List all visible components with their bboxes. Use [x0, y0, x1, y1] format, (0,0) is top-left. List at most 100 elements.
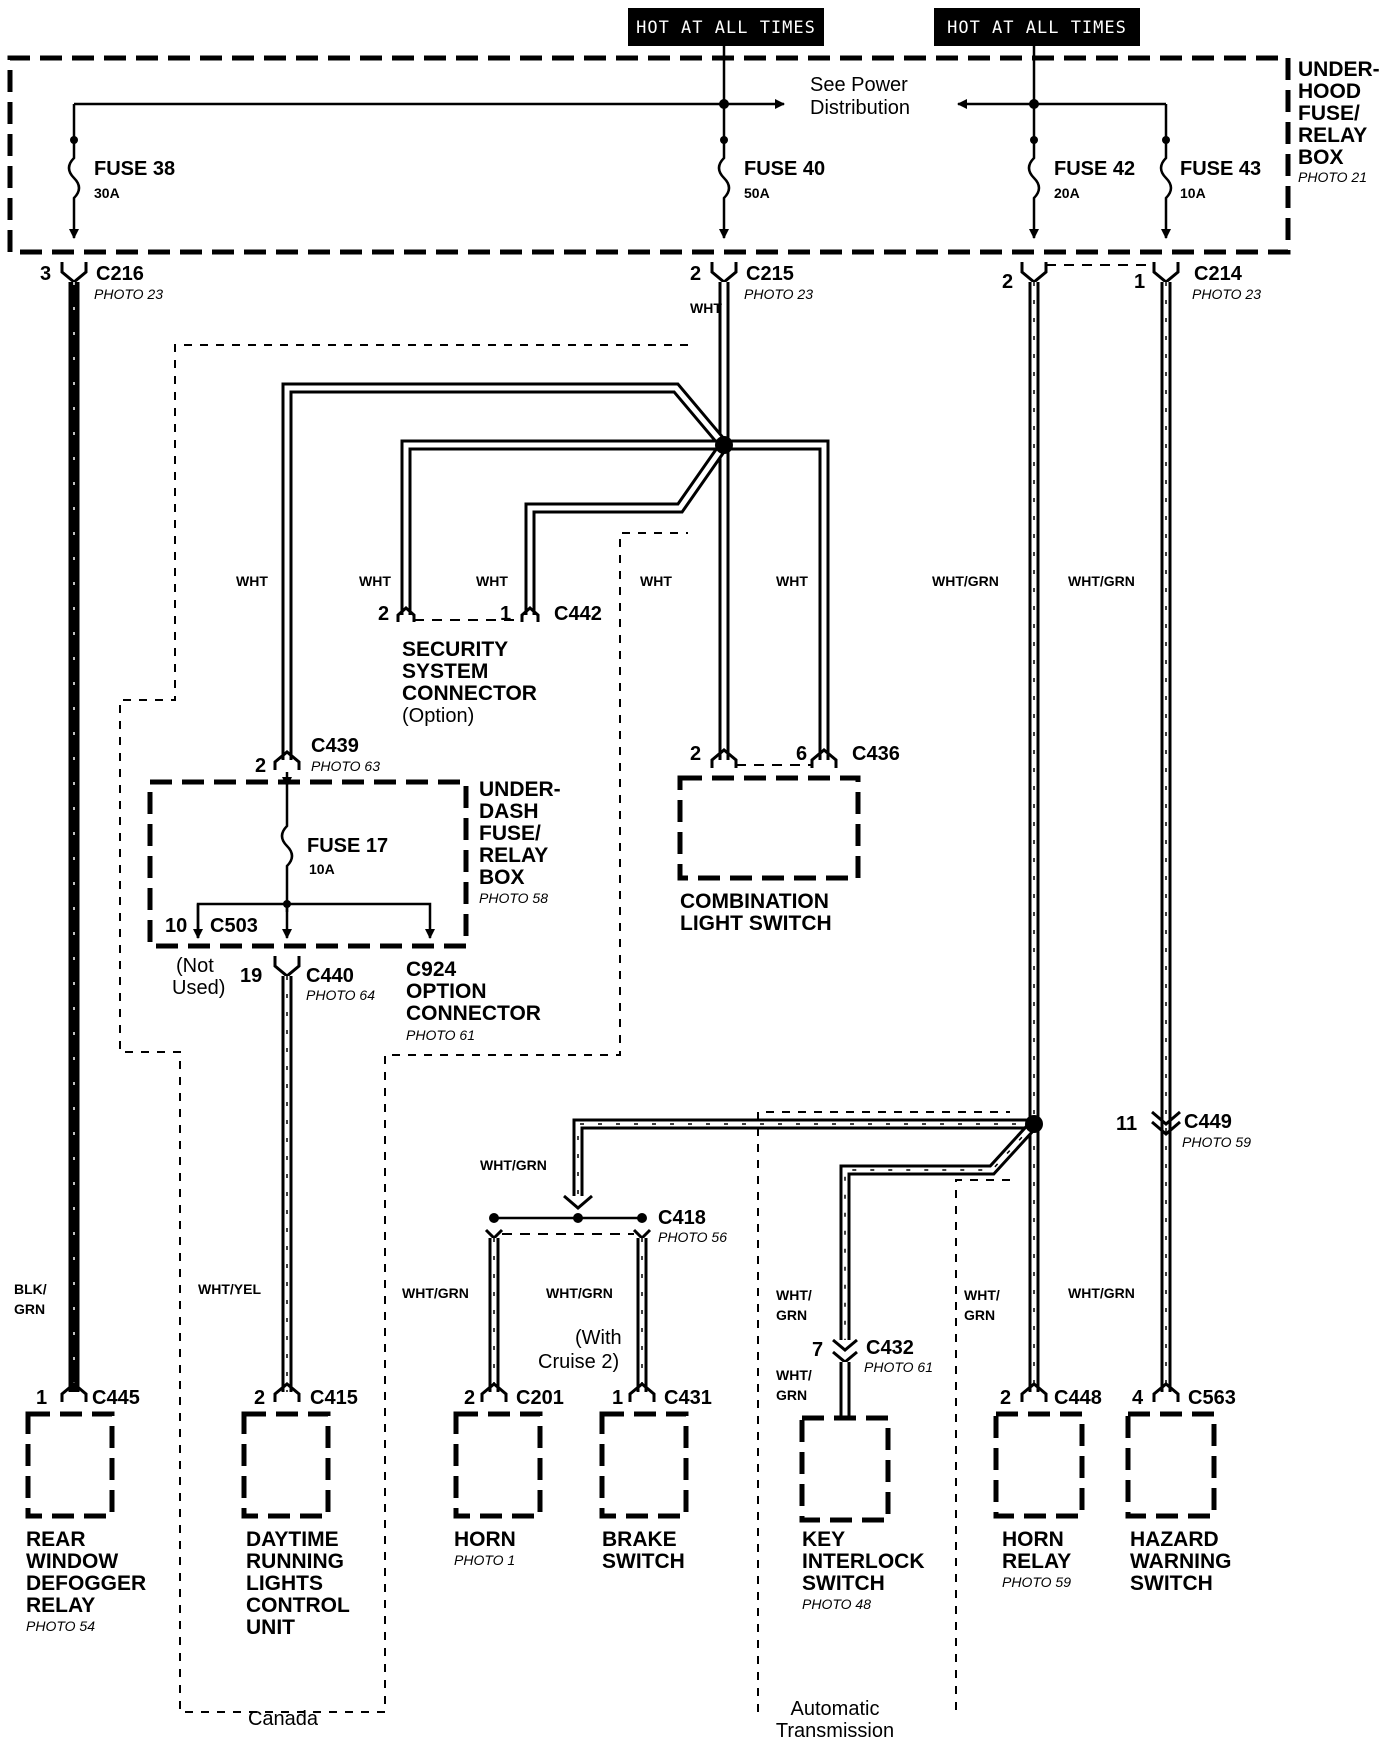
- connector-c439: 2 C439 PHOTO 63: [255, 735, 380, 777]
- svg-text:C215: C215: [746, 263, 794, 285]
- connector-c216: 3 C216 PHOTO 23: [40, 262, 163, 302]
- security-system-connector-label: SECURITY SYSTEM CONNECTOR (Option): [402, 638, 537, 727]
- svg-text:FUSE 40: FUSE 40: [744, 158, 825, 180]
- wht-yel-label: WHT/YEL: [198, 1281, 261, 1297]
- svg-text:1: 1: [500, 603, 511, 625]
- svg-text:FUSE 38: FUSE 38: [94, 158, 175, 180]
- hot-label-2: HOT AT ALL TIMES: [934, 8, 1140, 46]
- automatic-transmission-label: Automatic Transmission: [776, 1698, 894, 1738]
- svg-text:Transmission: Transmission: [776, 1720, 894, 1738]
- svg-text:WHT/GRN: WHT/GRN: [546, 1285, 613, 1301]
- svg-text:DEFOGGER: DEFOGGER: [26, 1572, 146, 1595]
- svg-text:2: 2: [690, 263, 701, 285]
- svg-text:1: 1: [1134, 271, 1145, 293]
- hot-label-1: HOT AT ALL TIMES: [628, 8, 824, 46]
- svg-text:INTERLOCK: INTERLOCK: [802, 1550, 925, 1573]
- svg-text:PHOTO 64: PHOTO 64: [306, 987, 375, 1003]
- svg-text:WHT/GRN: WHT/GRN: [1068, 573, 1135, 589]
- svg-text:C445: C445: [92, 1387, 140, 1409]
- svg-text:WHT: WHT: [236, 573, 268, 589]
- svg-text:KEY: KEY: [802, 1528, 845, 1551]
- svg-text:WHT: WHT: [476, 573, 508, 589]
- svg-text:FUSE/: FUSE/: [1298, 102, 1360, 125]
- svg-text:PHOTO 59: PHOTO 59: [1182, 1134, 1251, 1150]
- svg-text:SWITCH: SWITCH: [602, 1550, 685, 1573]
- svg-text:SWITCH: SWITCH: [1130, 1572, 1213, 1595]
- svg-text:WHT/GRN: WHT/GRN: [1068, 1285, 1135, 1301]
- daytime-running-lights-control-unit-label: DAYTIME RUNNING LIGHTS CONTROL UNIT: [246, 1528, 350, 1639]
- svg-text:C503: C503: [210, 915, 258, 937]
- underdash-bus-junction: [283, 900, 291, 908]
- svg-text:C432: C432: [866, 1337, 914, 1359]
- connector-c563: 4 C563: [1132, 1382, 1236, 1409]
- svg-text:DASH: DASH: [479, 800, 539, 823]
- wht-wire-to-c436-pin6: [724, 439, 830, 760]
- svg-text:SYSTEM: SYSTEM: [402, 660, 488, 683]
- svg-text:OPTION: OPTION: [406, 980, 487, 1003]
- svg-text:HOT AT ALL TIMES: HOT AT ALL TIMES: [947, 18, 1127, 38]
- svg-text:30A: 30A: [94, 185, 120, 201]
- svg-text:BRAKE: BRAKE: [602, 1528, 677, 1551]
- svg-text:UNIT: UNIT: [246, 1616, 295, 1639]
- connector-c432: 7 C432 PHOTO 61: [812, 1337, 933, 1375]
- svg-text:BOX: BOX: [1298, 146, 1344, 169]
- key-interlock-switch-box: [799, 1415, 891, 1523]
- svg-text:C201: C201: [516, 1387, 564, 1409]
- wht-grn-labels: WHT/GRN WHT/GRN WHT/GRN WHT/GRN WHT/GRN …: [402, 573, 1135, 1403]
- fuse-42: FUSE 42 20A: [1027, 140, 1135, 239]
- svg-text:Automatic: Automatic: [791, 1698, 880, 1720]
- svg-text:C924: C924: [406, 958, 457, 981]
- svg-text:RELAY: RELAY: [1298, 124, 1367, 147]
- svg-text:CONNECTOR: CONNECTOR: [402, 682, 537, 705]
- svg-text:6: 6: [796, 743, 807, 765]
- rear-window-defogger-relay-label: REAR WINDOW DEFOGGER RELAY PHOTO 54: [26, 1528, 146, 1634]
- svg-text:BLK/: BLK/: [14, 1281, 47, 1297]
- svg-text:WHT/: WHT/: [964, 1287, 1000, 1303]
- underdash-fuse-box-label: UNDER- DASH FUSE/ RELAY BOX PHOTO 58: [479, 778, 561, 906]
- svg-text:PHOTO 59: PHOTO 59: [1002, 1574, 1071, 1590]
- svg-text:FUSE 42: FUSE 42: [1054, 158, 1135, 180]
- svg-text:RELAY: RELAY: [479, 844, 548, 867]
- connector-c214: 2 1 C214 PHOTO 23: [1002, 262, 1261, 302]
- combination-light-switch-label: COMBINATION LIGHT SWITCH: [680, 890, 832, 935]
- hot-feeds: [72, 46, 1168, 140]
- horn-relay-label: HORN RELAY PHOTO 59: [1002, 1528, 1071, 1590]
- svg-text:Used): Used): [172, 977, 225, 999]
- fuse-43: FUSE 43 10A: [1159, 140, 1261, 239]
- see-power-distribution-label: See Power Distribution: [810, 74, 910, 119]
- svg-text:C449: C449: [1184, 1111, 1232, 1133]
- svg-text:GRN: GRN: [964, 1307, 995, 1323]
- svg-text:C563: C563: [1188, 1387, 1236, 1409]
- splice-wht: [715, 436, 733, 454]
- connector-c442: 2 1 C442: [378, 603, 602, 625]
- svg-text:LIGHTS: LIGHTS: [246, 1572, 323, 1595]
- svg-text:Cruise 2): Cruise 2): [538, 1351, 619, 1373]
- hazard-warning-switch-label: HAZARD WARNING SWITCH: [1130, 1528, 1232, 1595]
- wht-wire-to-c442-pin1: [524, 441, 729, 615]
- connector-c449: 11 C449 PHOTO 59: [1116, 1110, 1251, 1150]
- svg-text:CONNECTOR: CONNECTOR: [406, 1002, 541, 1025]
- brake-switch-box: [599, 1411, 689, 1519]
- svg-text:DAYTIME: DAYTIME: [246, 1528, 339, 1551]
- svg-text:C439: C439: [311, 735, 359, 757]
- svg-text:WHT/: WHT/: [776, 1287, 812, 1303]
- svg-text:PHOTO 1: PHOTO 1: [454, 1552, 515, 1568]
- svg-text:C436: C436: [852, 743, 900, 765]
- svg-text:C418: C418: [658, 1207, 706, 1229]
- svg-text:C440: C440: [306, 965, 354, 987]
- canada-label: Canada: [248, 1708, 319, 1730]
- blk-grn-label: BLK/ GRN: [14, 1281, 47, 1317]
- key-interlock-switch-label: KEY INTERLOCK SWITCH PHOTO 48: [802, 1528, 925, 1612]
- svg-text:HAZARD: HAZARD: [1130, 1528, 1219, 1551]
- svg-text:2: 2: [1002, 271, 1013, 293]
- svg-text:WHT/GRN: WHT/GRN: [932, 573, 999, 589]
- underdash-fuse-box-outline: [147, 779, 469, 949]
- svg-text:C431: C431: [664, 1387, 712, 1409]
- svg-text:10A: 10A: [1180, 185, 1206, 201]
- svg-text:CONTROL: CONTROL: [246, 1594, 350, 1617]
- svg-text:2: 2: [254, 1387, 265, 1409]
- svg-text:FUSE/: FUSE/: [479, 822, 541, 845]
- svg-text:PHOTO 23: PHOTO 23: [94, 286, 163, 302]
- svg-text:1: 1: [612, 1387, 623, 1409]
- svg-text:10: 10: [165, 915, 187, 937]
